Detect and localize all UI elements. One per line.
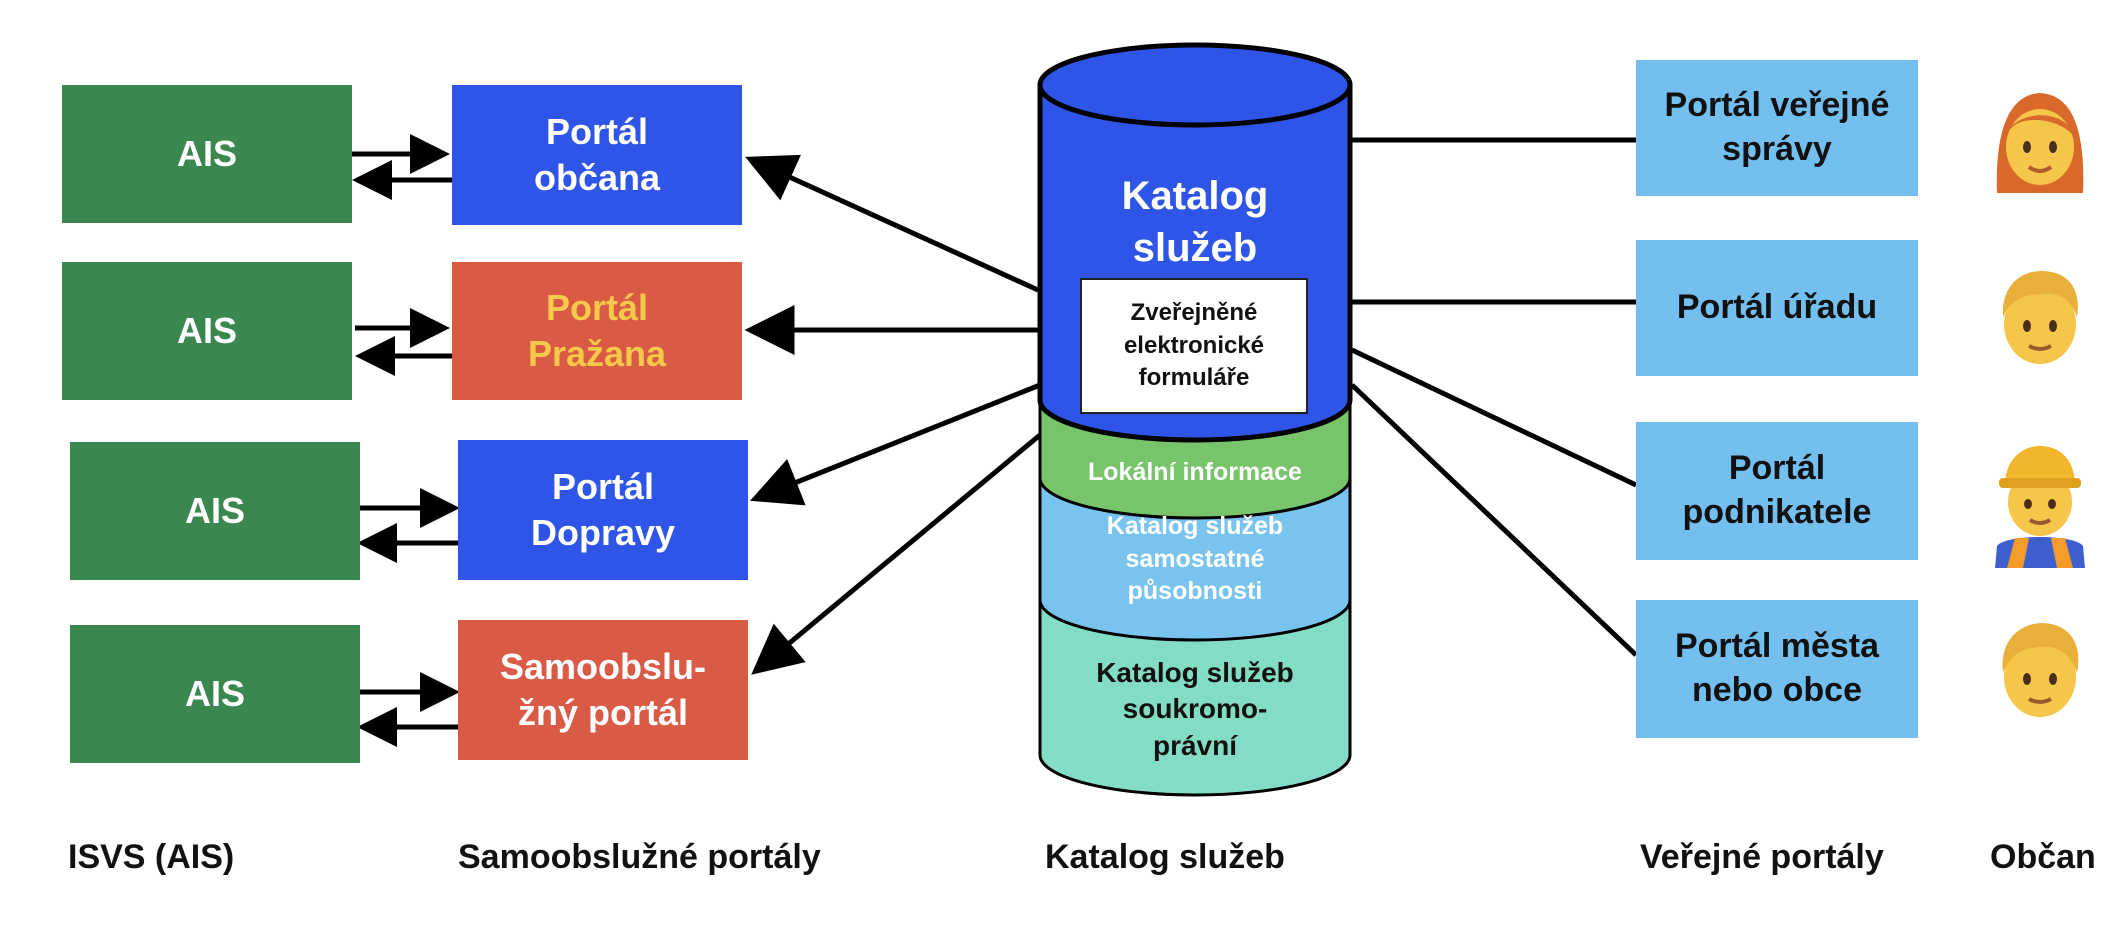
- portal-uradu: Portál úřadu: [1636, 240, 1918, 376]
- catalog-layer-lokalni-label: Lokální informace: [1088, 458, 1302, 486]
- catalog-to-portal-mesta-line: [1350, 383, 1638, 657]
- catalog-title: Katalog služeb: [1121, 174, 1269, 270]
- person-blond-icon: [2002, 623, 2079, 717]
- catalog-layer-samostatne-label: Katalog služeb samostatné působnosti: [1106, 512, 1284, 605]
- catalog-forms-box: Zveřejněné elektronické formuláře: [1080, 278, 1308, 414]
- ais-box: AIS: [70, 442, 360, 580]
- catalog-to-portal-connectors: [744, 154, 1042, 675]
- column-label-isvs: ISVS (AIS): [68, 838, 235, 876]
- portal-podnikatele: Portál podnikatele: [1636, 422, 1918, 560]
- ais-box: AIS: [62, 85, 352, 223]
- column-label-public: Veřejné portály: [1640, 838, 1884, 876]
- catalog-to-portal-obcana-arrow: [745, 154, 1040, 293]
- ais-portal-connectors: [352, 134, 460, 747]
- catalog-to-portal-podnikatele-line: [1350, 347, 1638, 488]
- column-label-citizen: Občan: [1990, 838, 2096, 876]
- construction-worker-woman-icon: [1995, 446, 2085, 568]
- catalog-top: [1037, 42, 1353, 128]
- portal-obcana: Portál občana: [452, 85, 742, 225]
- portal-dopravy: Portál Dopravy: [458, 440, 748, 580]
- catalog-layer-samostatne: [1038, 476, 1352, 642]
- woman-red-hair-icon: [1996, 93, 2084, 193]
- ais-box: AIS: [70, 625, 360, 763]
- portal-mesta-obce: Portál města nebo obce: [1636, 600, 1918, 738]
- catalog-layer-soukromopravni-label: Katalog služeb soukromo- právní: [1096, 657, 1294, 761]
- catalog-layer-soukromopravni: [1038, 598, 1352, 797]
- ais-box: AIS: [62, 262, 352, 400]
- portal-samoobsluzny: Samoobslu- žný portál: [458, 620, 748, 760]
- column-label-catalog: Katalog služeb: [1045, 838, 1285, 876]
- catalog-to-samoobsluzny-arrow: [751, 433, 1042, 675]
- catalog-to-portal-dopravy-arrow: [750, 382, 1041, 506]
- portal-verejne-spravy: Portál veřejné správy: [1636, 60, 1918, 196]
- man-blond-icon: [2002, 270, 2078, 364]
- column-label-self-service: Samoobslužné portály: [458, 838, 821, 876]
- portal-prazana: Portál Pražana: [452, 262, 742, 400]
- catalog-to-public-connectors: [1350, 137, 1638, 657]
- catalog-cylinder: [1037, 42, 1353, 797]
